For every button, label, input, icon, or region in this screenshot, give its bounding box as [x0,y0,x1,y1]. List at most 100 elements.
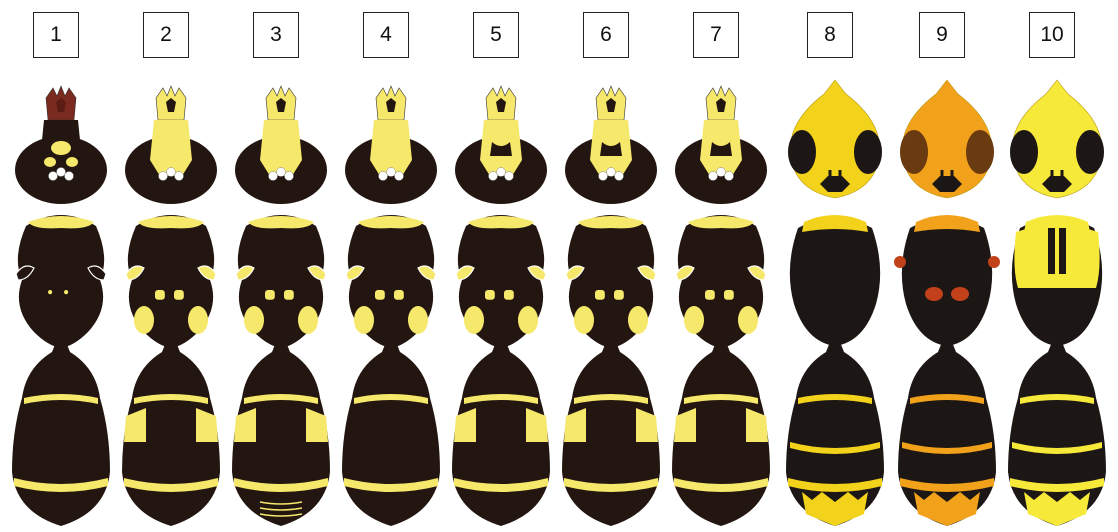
lateral-patch [746,408,768,442]
lateral-patch [306,408,328,442]
propodeal-mark [134,306,154,334]
ocellus [709,172,718,181]
abdomen-shape [898,342,996,526]
ocellus [607,168,616,177]
panel-number-label: 8 [807,12,853,58]
ocellus [49,172,58,181]
panel-number-label: 4 [363,12,409,58]
propodeal-mark [464,306,484,334]
face-spot [66,157,78,167]
ocellus [159,172,168,181]
abdomen-diagram [226,342,336,532]
thorax-diagram [336,208,446,348]
abdomen-diagram [780,342,890,532]
abdomen-shape [12,342,110,526]
propodeal-mark [518,306,538,334]
scutellar-spot [485,290,495,300]
abdomen-shape [786,342,884,526]
scutellar-spot [724,290,734,300]
scutellar-spot [595,290,605,300]
face-spot [44,157,56,167]
ocellus [489,172,498,181]
pronotal-band [138,216,204,228]
specimen-panel: 1 [6,0,116,529]
abdomen-diagram [6,342,116,532]
head-diagram [226,80,336,200]
lateral-patch [526,408,548,442]
thorax-shape [790,218,880,346]
specimen-panel: 5 [446,0,556,529]
ocellus [269,172,278,181]
head-diagram [780,80,890,200]
pronotal-band [28,216,94,228]
specimen-panel: 6 [556,0,666,529]
specimen-panel: 10 [1002,0,1112,529]
abdomen-diagram [446,342,556,532]
ocellus [175,172,184,181]
thorax-diagram [1002,208,1112,348]
ocellus [717,168,726,177]
propodeal-mark [684,306,704,334]
lateral-patch [454,408,476,442]
abdomen-diagram [666,342,776,532]
head-diagram [336,80,446,200]
thorax-diagram [780,208,890,348]
specimen-panel: 8 [780,0,890,529]
specimen-panel: 7 [666,0,776,529]
lateral-patch [636,408,658,442]
scutellar-spot [155,290,165,300]
panel-number-label: 10 [1029,12,1075,58]
propodeal-mark [408,306,428,334]
compound-eye [1010,130,1038,174]
pronotal-band [688,216,754,228]
tegula-mark [894,256,906,268]
thorax-diagram [116,208,226,348]
ocellus [285,172,294,181]
face-spot [51,141,71,155]
compound-eye [788,130,816,174]
lateral-patch [196,408,218,442]
specimen-panel: 3 [226,0,336,529]
mesonotum-marking [1014,225,1099,288]
thorax-diagram [892,208,1002,348]
head-diagram [666,80,776,200]
specimen-panel: 9 [892,0,1002,529]
scutellar-spot [48,290,52,294]
abdomen-shape [1008,342,1106,526]
panel-number-label: 1 [33,12,79,58]
ocellus [277,168,286,177]
pronotal-band [468,216,534,228]
scutellar-spot [925,287,943,301]
ocellus [505,172,514,181]
scutellar-spot [504,290,514,300]
scutellar-spot [394,290,404,300]
head-diagram [446,80,556,200]
scutellar-spot [705,290,715,300]
propodeal-mark [244,306,264,334]
abdomen-diagram [336,342,446,532]
compound-eye [900,130,928,174]
thorax-diagram [556,208,666,348]
propodeal-mark [574,306,594,334]
lateral-patch [234,408,256,442]
abdomen-diagram [892,342,1002,532]
ocellus [497,168,506,177]
head-diagram [116,80,226,200]
scutellar-spot [284,290,294,300]
ocellus [599,172,608,181]
mesonotal-stripe [1048,228,1055,274]
compound-eye [854,130,882,174]
panel-number-label: 9 [919,12,965,58]
panel-number-label: 6 [583,12,629,58]
lateral-patch [674,408,696,442]
propodeal-mark [628,306,648,334]
scutellar-spot [174,290,184,300]
ocellus [57,168,66,177]
compound-eye [1076,130,1104,174]
ocellus [725,172,734,181]
abdomen-diagram [556,342,666,532]
head-diagram [556,80,666,200]
compound-eye [966,130,994,174]
ocellus [167,168,176,177]
